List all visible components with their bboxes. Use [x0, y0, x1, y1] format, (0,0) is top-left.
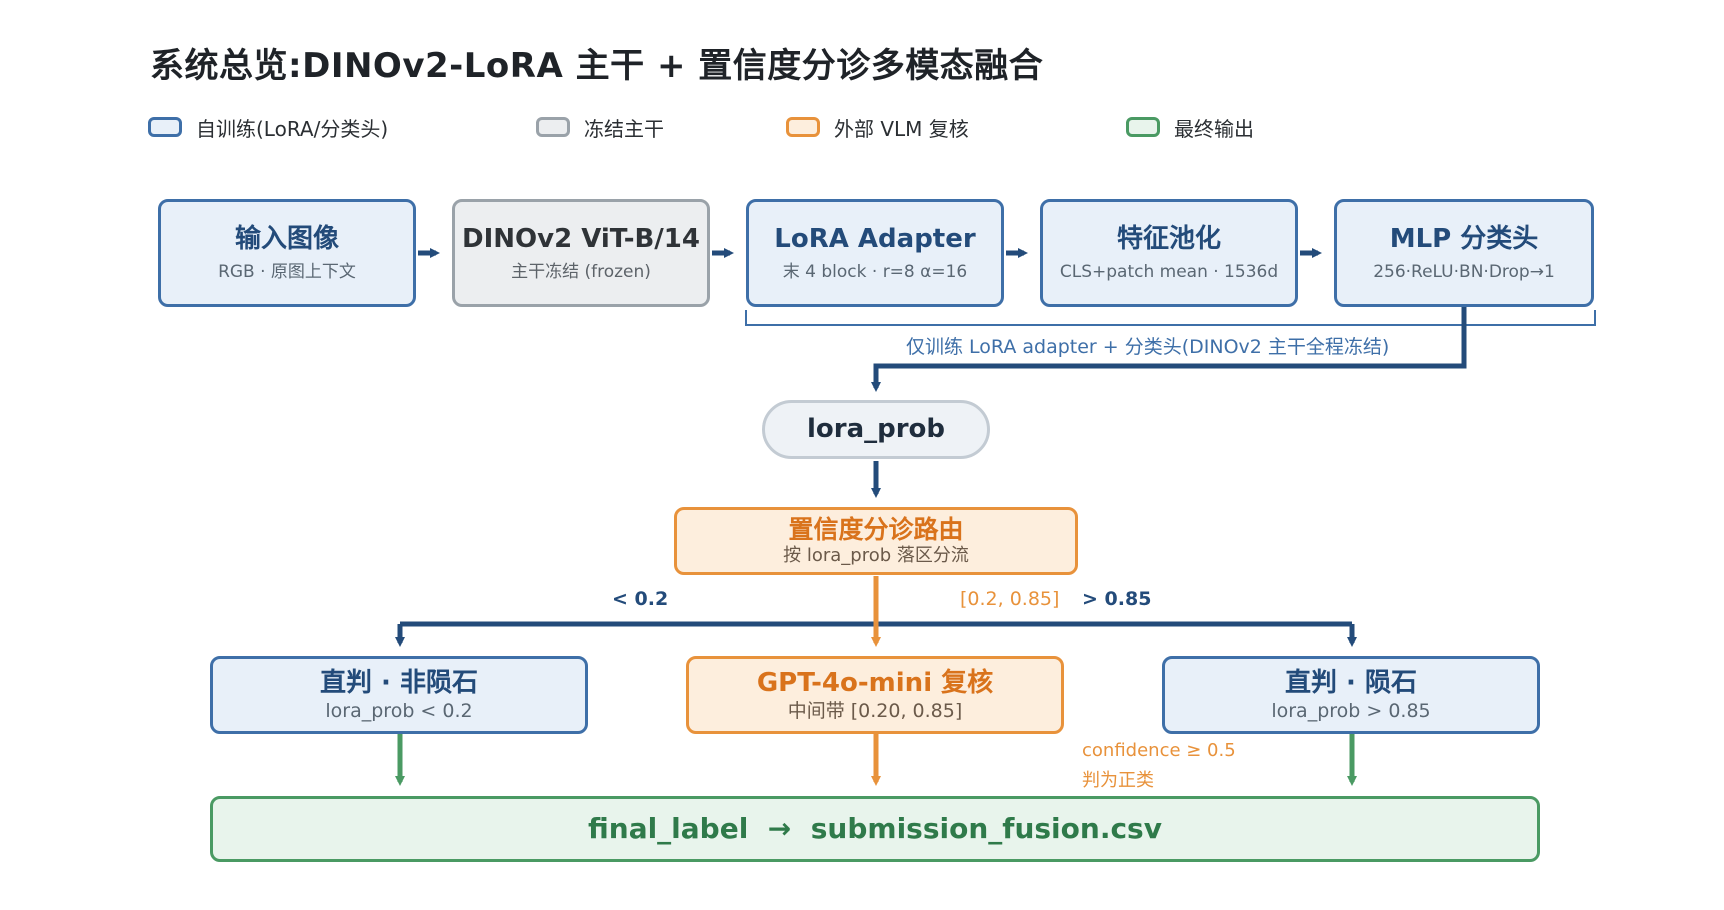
node-feature-pooling: 特征池化 CLS+patch mean · 1536d: [1040, 199, 1298, 307]
legend-label: 外部 VLM 复核: [834, 116, 969, 141]
node-lora-adapter: LoRA Adapter 末 4 block · r=8 α=16: [746, 199, 1004, 307]
node-title: LoRA Adapter: [774, 223, 976, 254]
node-title: 特征池化: [1116, 223, 1221, 254]
node-subtitle: RGB · 原图上下文: [218, 261, 356, 282]
node-confidence-router: 置信度分诊路由 按 lora_prob 落区分流: [674, 507, 1078, 575]
branch-label-low: < 0.2: [612, 588, 669, 610]
branch-label-mid: [0.2, 0.85]: [960, 588, 1060, 610]
branch-label-high: > 0.85: [1082, 588, 1152, 610]
node-subtitle: 按 lora_prob 落区分流: [783, 545, 969, 567]
node-title: DINOv2 ViT-B/14: [462, 223, 700, 254]
node-subtitle: 256·ReLU·BN·Drop→1: [1373, 261, 1555, 282]
node-gpt-review: GPT-4o-mini 复核 中间带 [0.20, 0.85]: [686, 656, 1064, 734]
legend-swatch-blue: [148, 117, 182, 137]
node-subtitle: CLS+patch mean · 1536d: [1059, 261, 1279, 282]
node-dinov2-backbone: DINOv2 ViT-B/14 主干冻结 (frozen): [452, 199, 710, 307]
legend-swatch-orange: [786, 117, 820, 137]
node-direct-non-meteorite: 直判 · 非陨石 lora_prob < 0.2: [210, 656, 588, 734]
node-direct-meteorite: 直判 · 陨石 lora_prob > 0.85: [1162, 656, 1540, 734]
node-subtitle: 主干冻结 (frozen): [511, 261, 651, 282]
page-title: 系统总览:DINOv2-LoRA 主干 + 置信度分诊多模态融合: [150, 46, 1044, 86]
node-subtitle: 中间带 [0.20, 0.85]: [787, 699, 963, 722]
trainable-bracket: [745, 310, 1596, 326]
node-title: 置信度分诊路由: [788, 514, 964, 544]
legend-label: 自训练(LoRA/分类头): [196, 116, 389, 141]
node-title: lora_prob: [806, 413, 946, 444]
node-input-image: 输入图像 RGB · 原图上下文: [158, 199, 416, 307]
confidence-note-line1: confidence ≥ 0.5: [1082, 740, 1236, 761]
node-title: MLP 分类头: [1389, 223, 1539, 254]
confidence-note-line2: 判为正类: [1082, 770, 1154, 791]
node-title: final_label → submission_fusion.csv: [588, 811, 1162, 845]
node-title: GPT-4o-mini 复核: [756, 667, 994, 698]
legend-label: 最终输出: [1174, 116, 1254, 141]
node-title: 直判 · 陨石: [1285, 667, 1417, 698]
node-title: 输入图像: [234, 223, 339, 254]
legend-label: 冻结主干: [584, 116, 664, 141]
legend-item-self-trained: 自训练(LoRA/分类头): [148, 114, 389, 141]
legend-item-frozen: 冻结主干: [536, 114, 664, 141]
legend-item-output: 最终输出: [1126, 114, 1254, 141]
node-subtitle: lora_prob < 0.2: [325, 699, 473, 722]
node-final-output: final_label → submission_fusion.csv: [210, 796, 1540, 862]
node-title: 直判 · 非陨石: [320, 667, 478, 698]
node-subtitle: 末 4 block · r=8 α=16: [782, 261, 968, 282]
node-subtitle: lora_prob > 0.85: [1271, 699, 1431, 722]
node-mlp-head: MLP 分类头 256·ReLU·BN·Drop→1: [1334, 199, 1594, 307]
legend-swatch-gray: [536, 117, 570, 137]
legend-swatch-green: [1126, 117, 1160, 137]
node-lora-prob: lora_prob: [762, 400, 990, 459]
legend-item-vlm: 外部 VLM 复核: [786, 114, 969, 141]
trainable-note: 仅训练 LoRA adapter + 分类头(DINOv2 主干全程冻结): [906, 336, 1390, 358]
arrow-mlp-to-prob: [871, 306, 1467, 392]
